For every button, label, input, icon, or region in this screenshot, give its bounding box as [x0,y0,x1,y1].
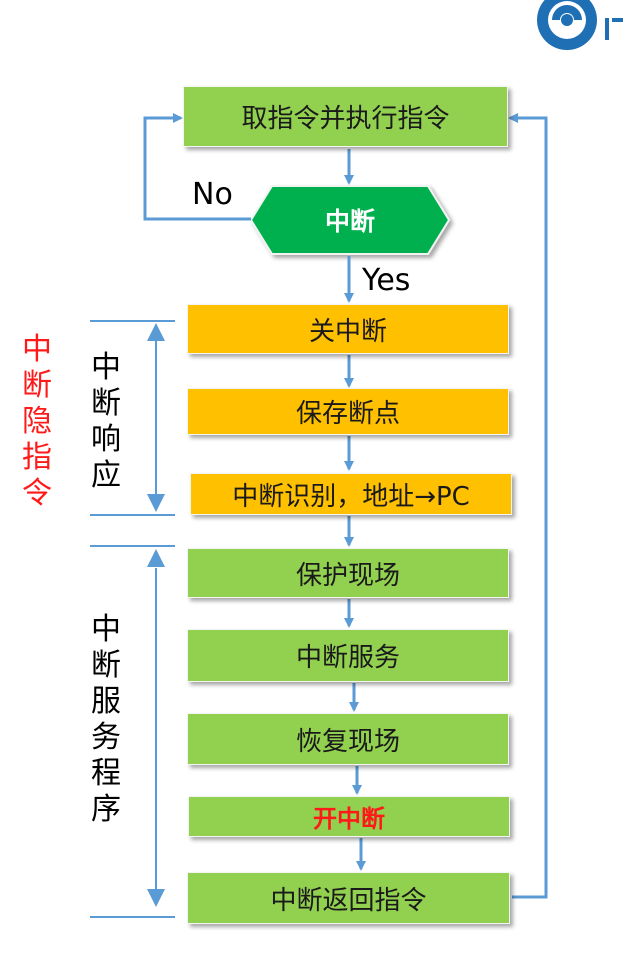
save-context-box: 保护现场 [187,548,509,598]
service-bracket [90,545,175,918]
no-loop-arrow [143,113,251,221]
service-box: 中断服务 [187,629,509,682]
response-bracket [90,320,175,516]
response-bracket-heads [147,323,165,512]
restore-context-box: 恢复现场 [187,713,509,765]
return-instruction-box: 中断返回指令 [187,872,510,924]
enable-interrupt-box: 开中断 [188,796,510,837]
flow-arrows [344,149,366,871]
service-bracket-heads [147,549,165,907]
no-label: No [192,177,233,212]
disable-interrupt-box: 关中断 [187,304,509,354]
save-breakpoint-box: 保存断点 [187,388,509,435]
return-loop-arrow [508,113,548,899]
logo-icon [537,0,623,50]
implicit-instruction-label: 中断隐指令 [22,332,52,511]
service-routine-label: 中断服务程序 [91,612,121,827]
decision-hexagon [249,185,451,255]
identify-box: 中断识别，地址→PC [190,473,512,515]
response-label: 中断响应 [91,350,121,493]
yes-label: Yes [362,263,411,298]
fetch-execute-box: 取指令并执行指令 [183,86,508,147]
decision-label: 中断 [324,207,375,236]
